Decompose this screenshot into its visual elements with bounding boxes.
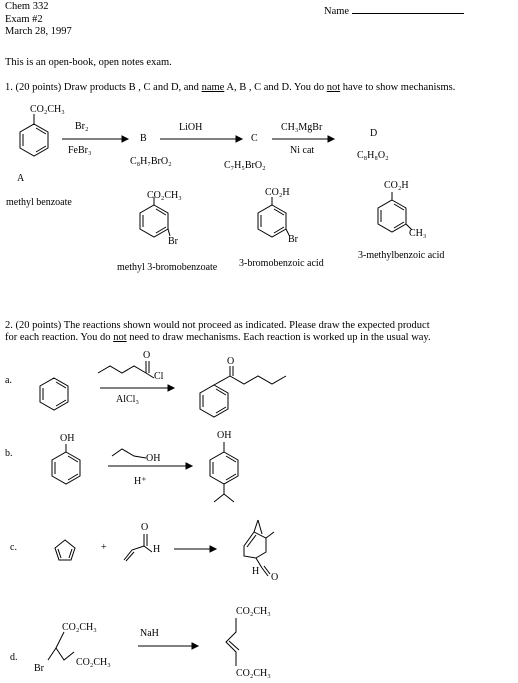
formula-B: C₈H₇BrO₂: [130, 156, 172, 167]
phenol-hydroxyl: OH: [60, 433, 75, 444]
ester-group-A: CO₂CH₃: [30, 104, 65, 115]
question-1-text: 1. (20 points) Draw products B , C and D…: [5, 82, 456, 93]
acid-catalyst: H⁺: [134, 476, 147, 487]
ester-group-top: CO₂CH₃: [62, 622, 97, 633]
product-ester-bottom: CO₂CH₃: [236, 668, 271, 679]
cyclopentadiene-ring: [54, 539, 76, 561]
acid-group-D: CO₂H: [384, 180, 409, 191]
exam-date: March 28, 1997: [5, 26, 72, 37]
compound-name-A: methyl benzoate: [6, 197, 72, 208]
reagent-methylmagnesium-bromide: CH₃MgBr: [281, 122, 323, 133]
propanol-hydroxyl: OH: [146, 453, 161, 464]
product-aldehyde-oxygen: O: [271, 572, 279, 583]
benzene-ring-2b: [51, 451, 81, 485]
bromine-B: Br: [168, 236, 178, 247]
reagent-lioh: LiOH: [179, 122, 203, 133]
bromine-d: Br: [34, 663, 44, 674]
acyl-oxygen: O: [143, 350, 151, 361]
product-aldehyde-hydrogen: H: [252, 566, 260, 577]
question-2-text-line2: for each reaction. You do not need to dr…: [5, 332, 431, 343]
compound-name-C: 3-bromobenzoic acid: [239, 258, 324, 269]
reagent-sodium-hydride: NaH: [140, 628, 159, 639]
benzene-ring-2b-product: [209, 451, 239, 485]
exam-number: Exam #2: [5, 14, 43, 25]
crotonaldehyde-chain: [123, 545, 145, 561]
formula-C: C₇H₅BrO₂: [224, 160, 266, 171]
reagent-bromine: Br₂: [75, 121, 89, 132]
benzene-ring-2a: [39, 377, 69, 411]
name-label: Name: [324, 6, 350, 17]
reagent-nickel-catalyst: Ni cat: [290, 145, 315, 156]
compound-name-B: methyl 3-bromobenzoate: [117, 262, 218, 273]
methyl-group-D: CH₃: [409, 228, 427, 239]
compound-label-A: A: [17, 173, 25, 184]
benzene-ring-B: [139, 204, 169, 238]
bromine-C: Br: [288, 234, 298, 245]
benzene-ring-A: [19, 123, 49, 157]
chloride-atom: Cl: [154, 371, 164, 382]
reaction-a-label: a.: [5, 375, 12, 386]
benzene-ring-2a-product: [199, 384, 229, 418]
benzene-ring-C: [257, 204, 287, 238]
acid-group-C: CO₂H: [265, 187, 290, 198]
reagent-iron-bromide: FeBr₃: [68, 145, 92, 156]
compound-name-D: 3-methylbenzoic acid: [358, 250, 445, 261]
product-label-B: B: [140, 133, 147, 144]
reaction-c-label: c.: [10, 542, 17, 553]
propanol-chain: [111, 448, 147, 459]
benzene-ring-D: [377, 199, 407, 233]
product-label-C: C: [251, 133, 258, 144]
name-field[interactable]: Name: [324, 4, 464, 18]
exam-instructions: This is an open-book, open notes exam.: [5, 57, 172, 68]
name-blank-line[interactable]: [351, 4, 464, 14]
aldehyde-hydrogen: H: [153, 544, 161, 555]
product-ester-top: CO₂CH₃: [236, 606, 271, 617]
dibromo-ester-chain: [55, 631, 75, 661]
reaction-b-label: b.: [5, 448, 13, 459]
formula-D: C₈H₈O₂: [357, 150, 389, 161]
product-label-D: D: [370, 128, 378, 139]
aldehyde-oxygen: O: [141, 522, 149, 533]
unsaturated-diester-chain: [225, 618, 237, 666]
acyl-chloride-chain: [97, 365, 147, 374]
course-title: Chem 332: [5, 1, 49, 12]
product-hydroxyl: OH: [217, 430, 232, 441]
plus-sign: +: [101, 542, 107, 553]
question-2-text-line1: 2. (20 points) The reactions shown would…: [5, 320, 430, 331]
reagent-aluminum-chloride: AlCl₃: [116, 394, 139, 405]
ester-group-B: CO₂CH₃: [147, 190, 182, 201]
ketone-oxygen: O: [227, 356, 235, 367]
ester-group-bottom: CO₂CH₃: [76, 657, 111, 668]
reaction-d-label: d.: [10, 652, 18, 663]
